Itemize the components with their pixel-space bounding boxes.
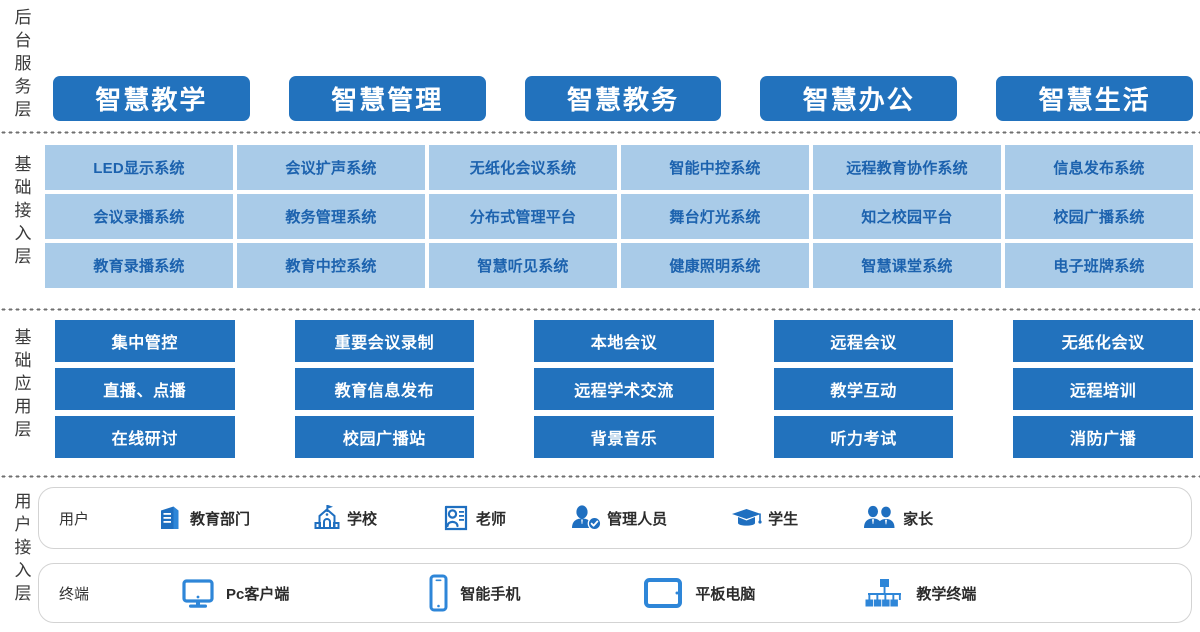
application-cell[interactable]: 校园广播站: [294, 416, 475, 458]
application-cell[interactable]: 无纸化会议: [1013, 320, 1193, 362]
divider-backend-access: [0, 131, 1200, 134]
access-cell[interactable]: 会议录播系统: [45, 194, 233, 239]
access-cell[interactable]: 智慧课堂系统: [813, 243, 1001, 288]
application-cell[interactable]: 在线研讨: [55, 416, 235, 458]
user-parents[interactable]: 家长: [860, 501, 933, 535]
access-cell[interactable]: 健康照明系统: [621, 243, 809, 288]
terminal-label: 教学终端: [916, 585, 977, 603]
access-cell[interactable]: 无纸化会议系统: [429, 145, 617, 190]
access-cell[interactable]: 分布式管理平台: [429, 194, 617, 239]
user-label: 管理人员: [607, 510, 668, 528]
access-cell[interactable]: LED显示系统: [45, 145, 233, 190]
layer-label-char: 后台服务层: [14, 8, 32, 119]
parents-icon: [860, 501, 900, 535]
access-cell[interactable]: 教育中控系统: [237, 243, 425, 288]
application-cell[interactable]: 本地会议: [534, 320, 714, 362]
school-icon: [310, 501, 344, 535]
layer-label-basic-access: 基础接入层: [8, 153, 38, 268]
basic-access-layer-grid: LED显示系统 会议扩声系统 无纸化会议系统 智能中控系统 远程教育协作系统 信…: [45, 145, 1193, 288]
terminal-label: Pc客户端: [226, 585, 290, 603]
header-pill-smart-academic-affairs[interactable]: 智慧教务: [524, 76, 722, 121]
terminal-smartphone[interactable]: 智能手机: [425, 573, 520, 613]
user-label: 学生: [768, 510, 799, 528]
access-cell[interactable]: 知之校园平台: [813, 194, 1001, 239]
access-cell[interactable]: 智慧听见系统: [429, 243, 617, 288]
user-label: 学校: [347, 510, 378, 528]
user-label: 家长: [903, 510, 934, 528]
users-bar-caption: 用户: [59, 510, 90, 528]
application-cell[interactable]: 教学互动: [773, 368, 954, 410]
terminals-bar-caption: 终端: [59, 585, 90, 603]
access-cell[interactable]: 远程教育协作系统: [813, 145, 1001, 190]
user-label: 老师: [476, 510, 507, 528]
access-cell[interactable]: 教育录播系统: [45, 243, 233, 288]
backend-service-header-row: 智慧教学 智慧管理 智慧教务 智慧办公 智慧生活: [53, 76, 1193, 121]
layer-label-backend-service: 后台服务层: [8, 6, 38, 121]
access-cell[interactable]: 会议扩声系统: [237, 145, 425, 190]
access-cell[interactable]: 校园广播系统: [1005, 194, 1193, 239]
administrator-icon: [568, 501, 604, 535]
application-cell[interactable]: 直播、点播: [55, 368, 235, 410]
access-cell[interactable]: 舞台灯光系统: [621, 194, 809, 239]
header-pill-smart-teaching[interactable]: 智慧教学: [53, 76, 250, 121]
access-cell[interactable]: 智能中控系统: [621, 145, 809, 190]
access-cell[interactable]: 信息发布系统: [1005, 145, 1193, 190]
student-graduation-cap-icon: [729, 501, 765, 535]
application-cell[interactable]: 远程培训: [1013, 368, 1193, 410]
terminal-teaching-terminal[interactable]: 教学终端: [863, 575, 976, 611]
header-pill-smart-life[interactable]: 智慧生活: [996, 76, 1193, 121]
basic-application-layer-grid: 集中管控 重要会议录制 本地会议 远程会议 无纸化会议 直播、点播 教育信息发布…: [55, 320, 1193, 458]
user-administrator[interactable]: 管理人员: [568, 501, 667, 535]
desktop-monitor-icon: [179, 575, 217, 611]
terminal-label: 智能手机: [460, 585, 521, 603]
terminals-bar: 终端 Pc客户端 智能手机: [38, 563, 1192, 623]
layer-label-char: 基础接入层: [14, 155, 32, 266]
user-education-department[interactable]: 教育部门: [153, 501, 250, 535]
header-pill-smart-office[interactable]: 智慧办公: [760, 76, 958, 121]
divider-application-user: [0, 475, 1200, 478]
layer-label-char: 基础应用层: [14, 328, 32, 439]
user-label: 教育部门: [190, 510, 251, 528]
divider-access-application: [0, 308, 1200, 311]
terminal-pc-client[interactable]: Pc客户端: [179, 575, 289, 611]
terminal-label: 平板电脑: [695, 585, 756, 603]
smartphone-icon: [425, 573, 451, 613]
user-teacher[interactable]: 老师: [439, 501, 506, 535]
application-cell[interactable]: 远程会议: [773, 320, 954, 362]
users-bar: 用户 教育部门: [38, 487, 1192, 549]
layer-label-basic-application: 基础应用层: [8, 326, 38, 441]
access-cell[interactable]: 教务管理系统: [237, 194, 425, 239]
header-pill-smart-management[interactable]: 智慧管理: [288, 76, 486, 121]
access-cell[interactable]: 电子班牌系统: [1005, 243, 1193, 288]
application-cell[interactable]: 听力考试: [773, 416, 954, 458]
terminal-tablet[interactable]: 平板电脑: [642, 575, 755, 611]
layer-label-user-access: 用户接入层: [8, 490, 38, 605]
tablet-icon: [642, 575, 686, 611]
application-cell[interactable]: 背景音乐: [534, 416, 714, 458]
education-department-icon: [153, 501, 187, 535]
application-cell[interactable]: 教育信息发布: [294, 368, 475, 410]
teacher-icon: [439, 501, 473, 535]
user-school[interactable]: 学校: [310, 501, 377, 535]
teaching-terminal-network-icon: [863, 575, 907, 611]
application-cell[interactable]: 集中管控: [55, 320, 235, 362]
application-cell[interactable]: 消防广播: [1013, 416, 1193, 458]
application-cell[interactable]: 远程学术交流: [534, 368, 714, 410]
user-student[interactable]: 学生: [729, 501, 798, 535]
application-cell[interactable]: 重要会议录制: [294, 320, 475, 362]
layer-label-char: 用户接入层: [14, 492, 32, 603]
